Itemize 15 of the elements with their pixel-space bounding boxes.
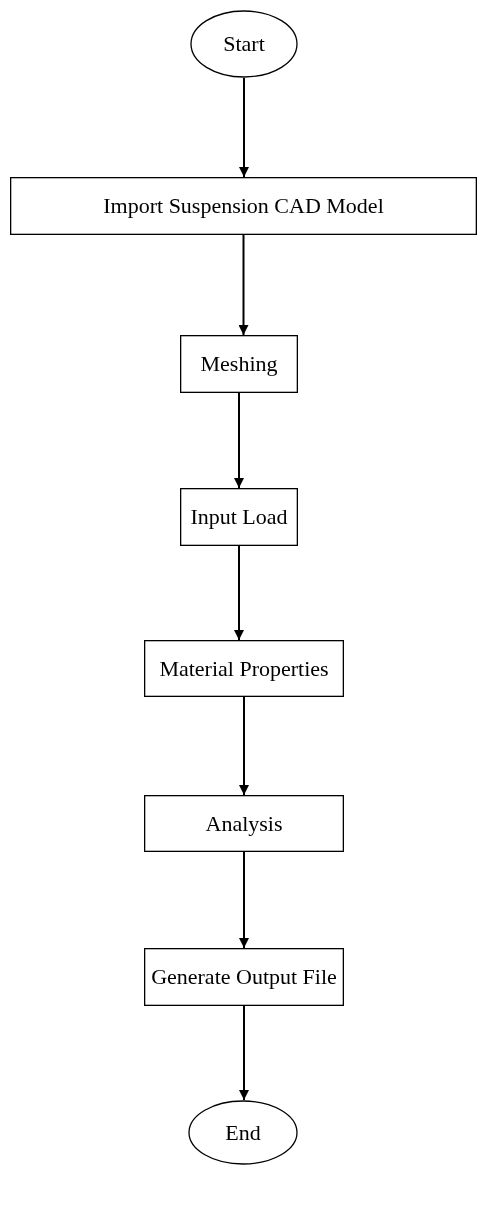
arrow bbox=[239, 1005, 249, 1101]
node-label: End bbox=[225, 1119, 261, 1146]
arrow bbox=[234, 392, 244, 489]
node-label: Import Suspension CAD Model bbox=[103, 193, 384, 219]
arrow bbox=[238, 234, 249, 336]
arrow bbox=[234, 545, 244, 641]
node-label: Meshing bbox=[200, 351, 278, 377]
arrow bbox=[239, 77, 249, 178]
arrow bbox=[239, 696, 249, 796]
node-label: Analysis bbox=[205, 810, 283, 837]
node-label: Input Load bbox=[190, 504, 288, 530]
node-label: Material Properties bbox=[159, 655, 329, 682]
arrow bbox=[239, 851, 249, 949]
node-label: Start bbox=[223, 31, 265, 57]
node-label: Generate Output File bbox=[151, 964, 337, 990]
